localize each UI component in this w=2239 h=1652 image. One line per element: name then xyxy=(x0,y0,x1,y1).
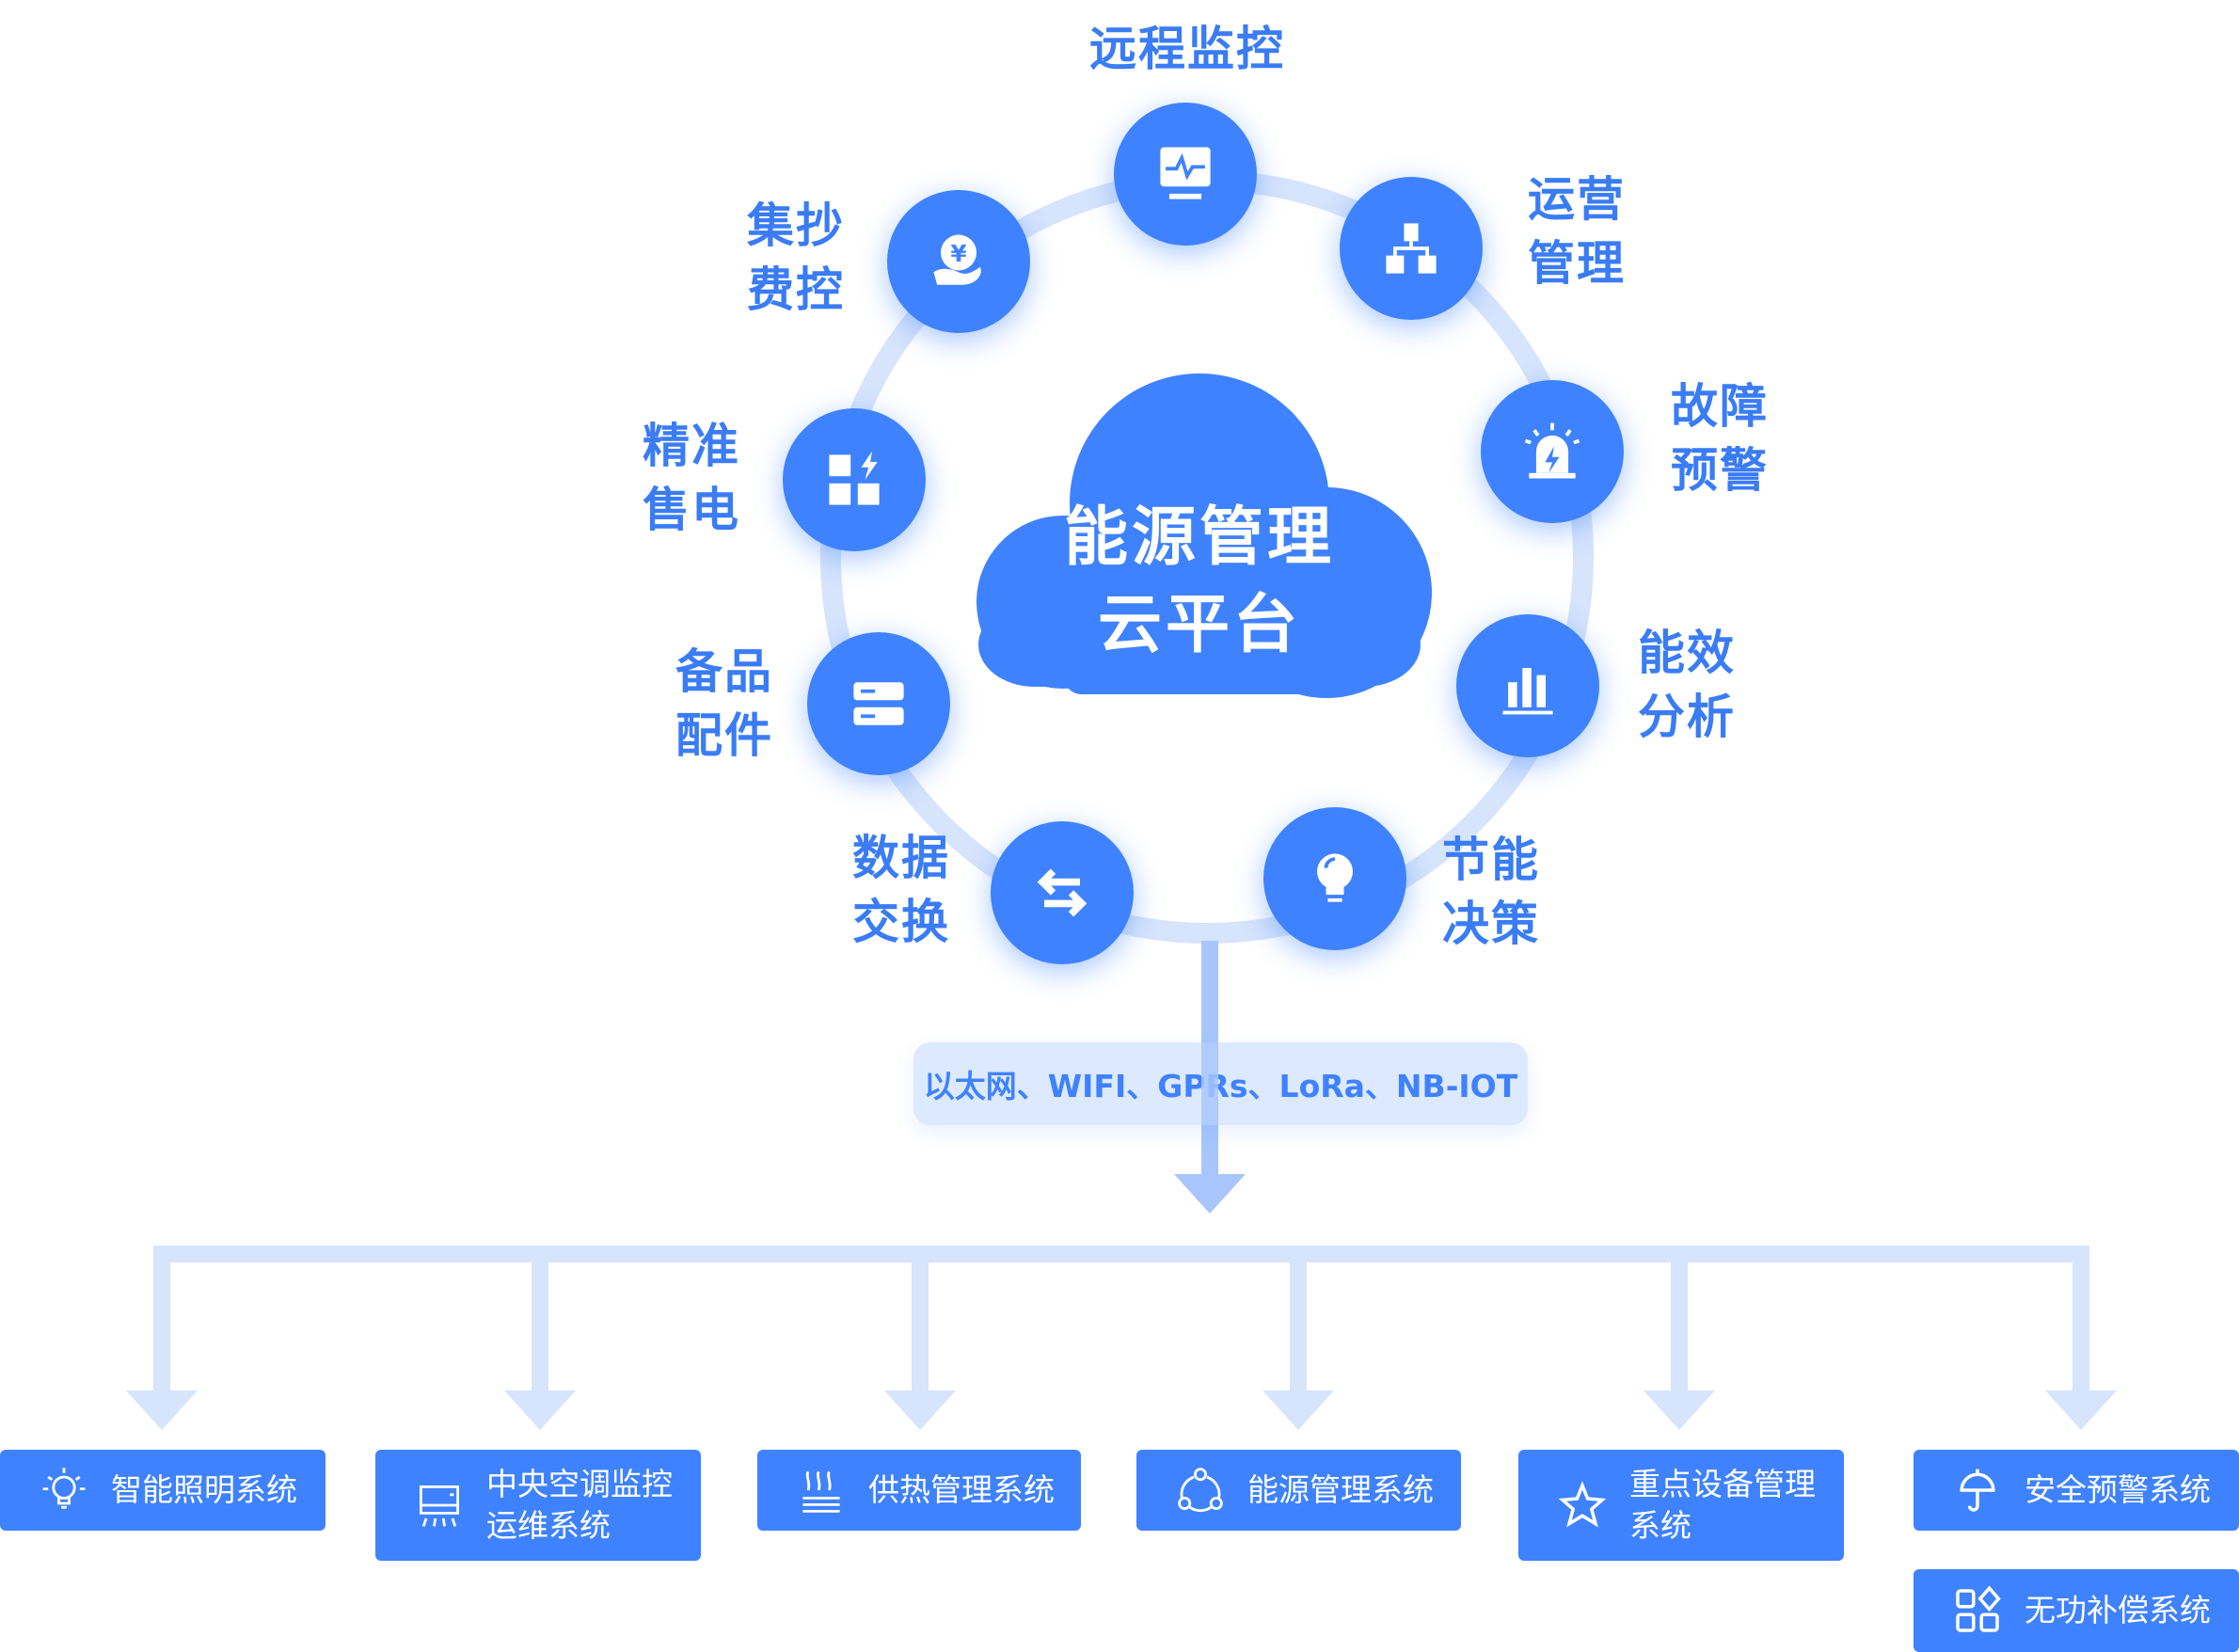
label-fault-warning: 故障预警 xyxy=(1671,374,1769,502)
yuan-hand-icon: ¥ xyxy=(933,234,981,285)
label-meter-billing: 集抄费控 xyxy=(747,194,845,322)
umbrella-icon xyxy=(1960,1469,1995,1512)
node-label-line: 备品 xyxy=(675,644,773,699)
node-spare-parts[interactable] xyxy=(807,632,950,775)
system-label-line: 中央空调监控 xyxy=(486,1466,673,1502)
node-efficiency-analysis[interactable] xyxy=(1456,614,1599,757)
system-label-line: 运维系统 xyxy=(486,1507,611,1544)
svg-text:¥: ¥ xyxy=(950,240,966,267)
arrow-overlay xyxy=(1201,1042,1218,1125)
node-fault-warning[interactable] xyxy=(1481,380,1624,523)
cloud-shape xyxy=(977,373,1432,698)
node-label-line: 远程监控 xyxy=(1089,22,1285,76)
system-label-line: 系统 xyxy=(1629,1507,1691,1544)
air-conditioner-icon xyxy=(420,1485,459,1527)
system-label-line: 重点设备管理 xyxy=(1629,1466,1816,1502)
system-label-line: 无功补偿系统 xyxy=(2025,1592,2211,1628)
label-operations: 运营管理 xyxy=(1528,167,1626,295)
protocol-badge: 以太网、WIFI、GPRs、LoRa、NB-IOT xyxy=(913,1042,1528,1125)
node-label-line: 决策 xyxy=(1442,897,1540,951)
bus-line xyxy=(153,1246,2089,1263)
system-safety-warning[interactable]: 安全预警系统 xyxy=(1913,1450,2239,1531)
node-label-line: 能效 xyxy=(1638,626,1736,680)
main-arrow-head xyxy=(1174,1174,1246,1214)
server-icon xyxy=(853,682,904,725)
node-label-line: 节能 xyxy=(1442,833,1540,887)
label-energy-saving: 节能决策 xyxy=(1442,828,1540,956)
node-meter-billing[interactable]: ¥ xyxy=(887,190,1030,333)
system-central-ac[interactable]: 中央空调监控运维系统 xyxy=(375,1450,701,1561)
center-title-line1: 能源管理 xyxy=(1063,500,1335,575)
system-label-line: 智能照明系统 xyxy=(111,1471,297,1508)
node-precise-sales[interactable] xyxy=(783,408,926,551)
grid-lightning-icon xyxy=(829,451,880,505)
drop-arrows xyxy=(126,1246,2117,1430)
node-label-line: 预警 xyxy=(1671,443,1769,498)
node-label-line: 费控 xyxy=(747,262,845,317)
node-remote-monitoring[interactable] xyxy=(1114,103,1257,246)
label-efficiency-analysis: 能效分析 xyxy=(1638,621,1736,749)
node-label-line: 精准 xyxy=(643,419,740,473)
node-operations[interactable] xyxy=(1340,177,1483,320)
system-key-equipment[interactable]: 重点设备管理系统 xyxy=(1518,1450,1844,1561)
system-label-line: 能源管理系统 xyxy=(1247,1471,1434,1508)
system-energy-management[interactable]: 能源管理系统 xyxy=(1136,1450,1461,1531)
node-label-line: 集抄 xyxy=(747,199,845,253)
node-label-line: 分析 xyxy=(1638,690,1736,744)
node-label-line: 售电 xyxy=(643,483,740,537)
node-label-line: 配件 xyxy=(675,708,773,763)
node-energy-saving[interactable] xyxy=(1263,807,1406,950)
org-chart-icon xyxy=(1386,223,1437,274)
system-smart-lighting[interactable]: 智能照明系统 xyxy=(0,1450,326,1531)
alarm-light-icon xyxy=(1524,422,1580,479)
star-icon xyxy=(1558,1481,1607,1528)
label-remote-monitoring: 远程监控 xyxy=(1089,17,1285,81)
bar-chart-icon xyxy=(1502,668,1553,715)
node-label-line: 运营 xyxy=(1528,172,1626,227)
heating-icon xyxy=(802,1470,840,1513)
center-title-line2: 云平台 xyxy=(1097,588,1301,662)
apps-icon xyxy=(1956,1585,2001,1632)
lightbulb-icon xyxy=(1317,853,1353,902)
swap-arrows-icon xyxy=(1037,868,1088,917)
node-label-line: 故障 xyxy=(1671,379,1769,434)
system-heating[interactable]: 供热管理系统 xyxy=(757,1450,1081,1531)
energy-cycle-icon xyxy=(1178,1468,1223,1513)
label-data-exchange: 数据交换 xyxy=(852,826,950,954)
system-label-line: 安全预警系统 xyxy=(2025,1471,2211,1508)
node-label-line: 管理 xyxy=(1528,236,1626,291)
node-data-exchange[interactable] xyxy=(991,821,1134,964)
node-label-line: 交换 xyxy=(852,895,950,949)
lightbulb-icon xyxy=(42,1468,86,1509)
node-label-line: 数据 xyxy=(852,831,950,885)
system-label-line: 供热管理系统 xyxy=(868,1471,1055,1508)
monitor-pulse-icon xyxy=(1160,147,1211,199)
label-precise-sales: 精准售电 xyxy=(643,414,740,542)
system-reactive-compensation[interactable]: 无功补偿系统 xyxy=(1913,1569,2239,1652)
label-spare-parts: 备品配件 xyxy=(675,640,773,768)
